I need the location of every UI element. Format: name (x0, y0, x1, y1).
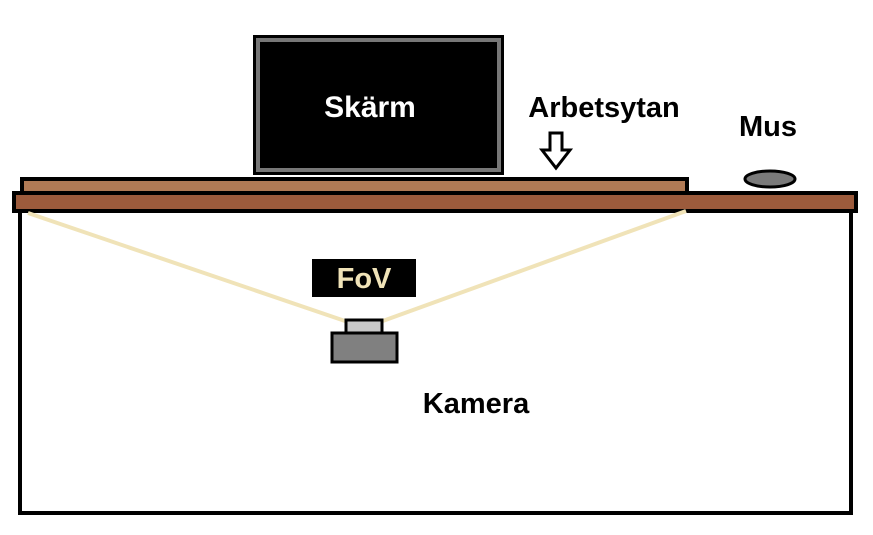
monitor-bezel (256, 38, 501, 172)
fov-line-left (27, 211, 349, 324)
mouse-label: Mus (739, 111, 797, 143)
down-arrow-icon (538, 131, 574, 171)
camera-icon (330, 318, 399, 364)
camera-body (330, 331, 399, 364)
tabletop (12, 191, 858, 213)
workspace-label: Arbetsytan (528, 92, 680, 124)
mouse-icon (743, 169, 797, 189)
monitor-icon: Skärm (253, 35, 504, 175)
fov-badge (312, 259, 416, 297)
fov-line-right (379, 209, 687, 324)
monitor-frame (253, 35, 504, 175)
camera-label: Kamera (423, 388, 530, 420)
camera-lens (344, 318, 384, 335)
workspace-surface (20, 177, 689, 195)
fov-label: FoV (337, 263, 392, 295)
screen-label: Skärm (324, 91, 416, 124)
